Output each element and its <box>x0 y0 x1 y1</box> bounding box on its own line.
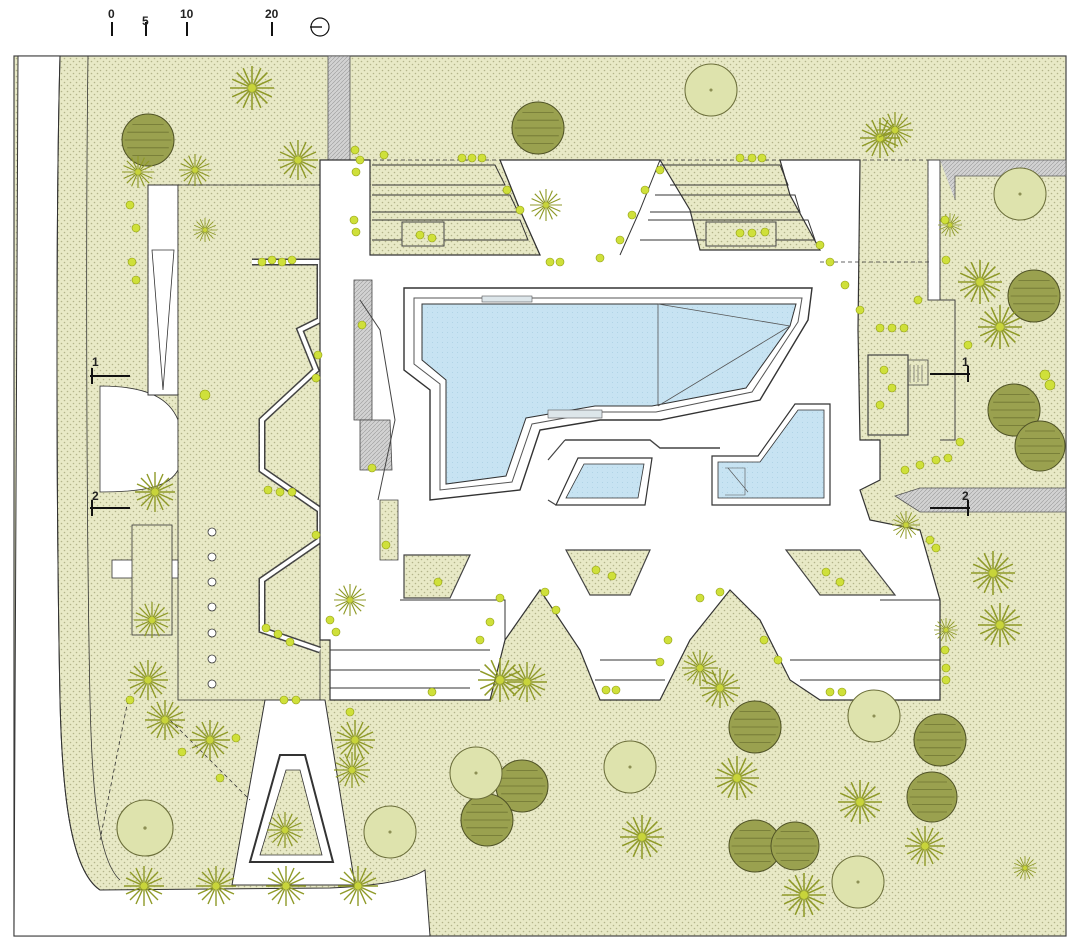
tree-icon <box>1007 269 1061 323</box>
tree-icon <box>770 821 820 871</box>
tree-icon <box>179 154 211 186</box>
section-label: 1 <box>92 355 99 369</box>
section-label: 2 <box>962 489 969 503</box>
shrub-icon <box>325 615 437 697</box>
bollard-row <box>207 527 217 689</box>
section-mark-1-west: 1 <box>90 355 130 384</box>
shrub-icon <box>475 587 561 645</box>
scale-tick-label: 10 <box>180 7 194 21</box>
small-pool-east <box>711 403 831 506</box>
entry-ramp <box>147 184 179 396</box>
shrub-icon <box>925 369 1056 553</box>
shrub-icon <box>125 200 141 285</box>
tree-icon <box>450 747 502 799</box>
shrub-icon <box>415 227 770 243</box>
shrub-icon <box>875 365 897 410</box>
section-mark-2-west: 2 <box>90 489 130 516</box>
tree-icon <box>685 64 737 116</box>
shrub-icon <box>345 320 391 717</box>
tree-icon <box>994 168 1046 220</box>
tree-icon <box>604 741 656 793</box>
tree-icon <box>728 700 782 754</box>
section-mark-1-east: 1 <box>930 355 970 382</box>
shrub-icon <box>615 165 665 245</box>
tree-icon <box>507 662 547 702</box>
south-planters <box>403 549 897 599</box>
building-west-planters <box>353 279 399 561</box>
tree-icon <box>128 660 168 700</box>
shrub-icon <box>913 215 951 305</box>
tree-icon <box>278 140 318 180</box>
shrub-icon <box>735 153 767 163</box>
tree-icon <box>1014 420 1066 472</box>
tree-icon <box>335 720 375 760</box>
shrub-icon <box>379 150 487 163</box>
shrub-icon <box>825 645 951 697</box>
access-road <box>13 55 431 937</box>
tree-icon <box>193 218 217 242</box>
small-pool-center <box>555 457 653 506</box>
east-path <box>894 159 1067 513</box>
shrub-icon <box>815 240 909 333</box>
shrub-icon <box>433 565 845 587</box>
tree-icon <box>905 826 945 866</box>
tree-icon <box>122 156 154 188</box>
tree-icon <box>913 713 967 767</box>
tree-icon <box>196 866 236 906</box>
deck-channel <box>547 439 720 506</box>
scale-tick-label: 5 <box>142 14 149 28</box>
tree-icon <box>460 793 514 847</box>
shrubs <box>125 145 1056 783</box>
tree-icon <box>848 690 900 742</box>
tree-icon <box>135 472 175 512</box>
tree-icon <box>124 866 164 906</box>
shrub-icon <box>900 340 973 475</box>
south-terraces <box>330 599 940 689</box>
section-mark-2-east: 2 <box>930 489 970 516</box>
shrub-icon <box>601 635 673 695</box>
shrub-icon <box>695 587 783 665</box>
shrub-icon <box>502 185 605 267</box>
north-terraces <box>372 159 816 256</box>
section-label: 2 <box>92 489 99 503</box>
building-east-planters <box>867 159 956 441</box>
main-pool <box>403 287 813 501</box>
shrub-icon <box>349 145 365 237</box>
tree-icon <box>877 112 913 148</box>
tree-icon <box>334 752 370 788</box>
tree-icon <box>190 720 230 760</box>
tree-icon <box>892 511 920 539</box>
tree-icon <box>700 668 740 708</box>
tree-icon <box>117 800 173 856</box>
tree-icon <box>338 866 378 906</box>
shrub-icon <box>257 255 297 267</box>
shrub-icon <box>261 623 301 705</box>
tree-icon <box>267 812 303 848</box>
section-label: 1 <box>962 355 969 369</box>
tree-icon <box>832 856 884 908</box>
tree-icon <box>266 866 306 906</box>
scale-bar: 0 5 10 20 <box>108 7 279 36</box>
tree-icon <box>906 771 958 823</box>
scale-tick-label: 0 <box>108 7 115 21</box>
tree-icon <box>511 101 565 155</box>
tree-icon <box>145 700 185 740</box>
shrub-icon <box>263 350 323 540</box>
scale-tick-label: 20 <box>265 7 279 21</box>
north-arrow-icon <box>310 17 330 37</box>
tree-icon <box>134 602 170 638</box>
tree-icon <box>121 113 175 167</box>
tree-icon <box>230 66 274 110</box>
shrub-icon <box>125 389 241 783</box>
tree-icon <box>364 806 416 858</box>
